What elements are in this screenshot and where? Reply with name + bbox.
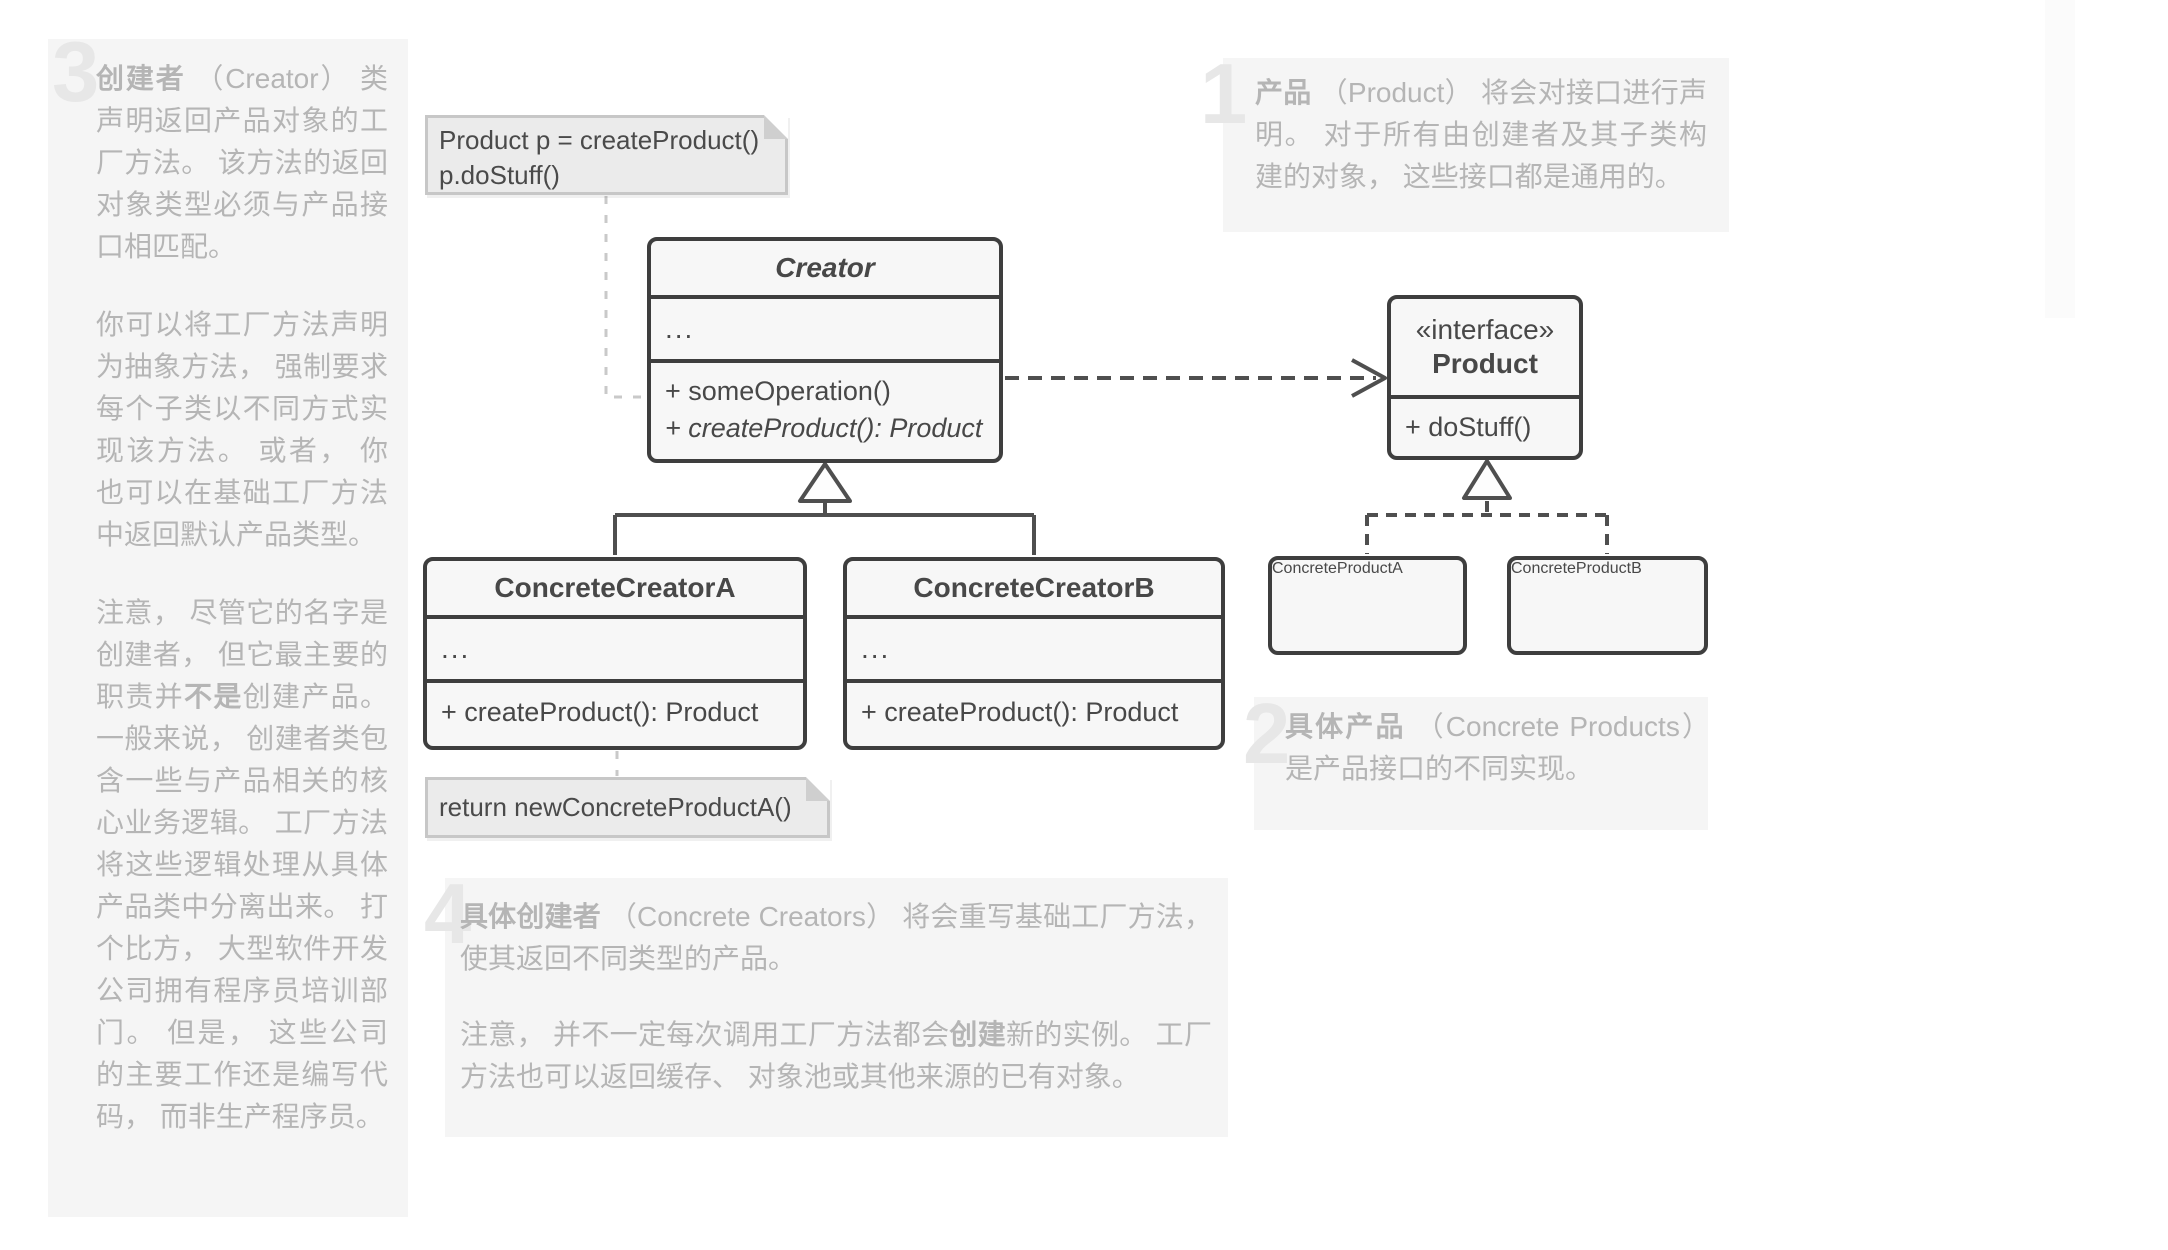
return-note: return new ConcreteProductA() — [425, 777, 830, 838]
class-concrete-creator-a-fields: ... — [427, 615, 803, 679]
concrete-products-annotation-text: 具体产品 （Concrete Products） 是产品接口的不同实现。 — [1285, 706, 1710, 790]
class-creator-title: Creator — [651, 241, 999, 295]
return-note-text: return new ConcreteProductA() — [439, 792, 792, 822]
interface-product: «interface» Product + doStuff() — [1387, 295, 1583, 460]
class-concrete-product-b: Concrete ProductB — [1507, 556, 1708, 655]
class-creator: Creator ... + someOperation() + createPr… — [647, 237, 1003, 463]
class-concrete-creator-a-title: ConcreteCreatorA — [427, 561, 803, 615]
client-code-note-connector — [604, 196, 645, 399]
product-annotation-text: 产品 （Product） 将会对接口进行声明。 对于所有由创建者及其子类构建的对… — [1255, 72, 1707, 198]
method-create-product: + createProduct(): Product — [665, 413, 983, 443]
inheritance-lines — [613, 503, 1036, 555]
class-concrete-product-a: Concrete ProductA — [1268, 556, 1467, 655]
class-concrete-creator-a-name: ConcreteCreatorA — [494, 572, 736, 603]
annotation-paragraph: 你可以将工厂方法声明为抽象方法， 强制要求每个子类以不同方式实现该方法。 或者，… — [96, 309, 388, 550]
panel-concrete-creators-annotation — [445, 878, 1228, 1137]
section-number-4: 4 — [424, 867, 472, 962]
class-concrete-product-b-line2: ProductB — [1575, 560, 1642, 577]
method-do-stuff: + doStuff() — [1405, 412, 1532, 442]
annotation-paragraph: 具体产品 （Concrete Products） 是产品接口的不同实现。 — [1285, 711, 1710, 784]
client-code-line1: Product p = createProduct() — [439, 125, 760, 155]
class-concrete-creator-b-fields: ... — [847, 615, 1221, 679]
method-create-product-b: + createProduct(): Product — [861, 697, 1179, 727]
method-some-operation: + someOperation() — [665, 376, 891, 406]
interface-product-name: Product — [1432, 348, 1538, 379]
annotation-paragraph: 具体创建者 （Concrete Creators） 将会重写基础工厂方法， 使其… — [460, 901, 1212, 974]
class-concrete-product-a-line1: Concrete — [1272, 560, 1337, 577]
class-concrete-creator-a: ConcreteCreatorA ... + createProduct(): … — [423, 557, 807, 750]
class-concrete-creator-b-title: ConcreteCreatorB — [847, 561, 1221, 615]
interface-stereotype: «interface» — [1415, 314, 1555, 345]
method-create-product-a: + createProduct(): Product — [441, 697, 759, 727]
class-creator-name: Creator — [775, 252, 875, 283]
concrete-creators-annotation-text: 具体创建者 （Concrete Creators） 将会重写基础工厂方法， 使其… — [460, 896, 1212, 1098]
inheritance-triangle-icon — [798, 462, 852, 503]
class-concrete-creator-a-methods: + createProduct(): Product — [427, 679, 803, 742]
client-code-line2: p.doStuff() — [439, 160, 560, 190]
class-concrete-creator-b-name: ConcreteCreatorB — [913, 572, 1155, 603]
client-code-note: Product p = createProduct() p.doStuff() — [425, 115, 788, 195]
class-concrete-product-a-line2: ProductA — [1336, 560, 1403, 577]
class-concrete-creator-b: ConcreteCreatorB ... + createProduct(): … — [843, 557, 1225, 750]
realization-lines — [1365, 501, 1609, 554]
interface-product-methods: + doStuff() — [1391, 395, 1579, 456]
class-concrete-product-b-line1: Concrete — [1511, 560, 1576, 577]
right-edge-panel-fragment — [2045, 0, 2075, 318]
annotation-paragraph: 产品 （Product） 将会对接口进行声明。 对于所有由创建者及其子类构建的对… — [1255, 77, 1707, 192]
section-number-2: 2 — [1243, 687, 1291, 782]
section-number-1: 1 — [1200, 47, 1248, 142]
annotation-paragraph: 注意， 尽管它的名字是创建者， 但它最主要的职责并不是创建产品。 一般来说， 创… — [96, 597, 388, 1132]
panel-concrete-products-annotation — [1254, 697, 1708, 830]
panel-product-annotation — [1223, 58, 1729, 232]
class-creator-methods: + someOperation() + createProduct(): Pro… — [651, 359, 999, 459]
panel-creator-annotation — [48, 39, 408, 1217]
client-code-text: Product p = createProduct() p.doStuff() — [428, 118, 785, 193]
creator-annotation-text: 创建者 （Creator） 类声明返回产品对象的工厂方法。 该方法的返回对象类型… — [96, 58, 388, 1138]
section-number-3: 3 — [52, 25, 100, 120]
class-concrete-creator-b-methods: + createProduct(): Product — [847, 679, 1221, 742]
interface-product-title: «interface» Product — [1391, 299, 1579, 395]
dependency-arrowhead-icon — [1351, 358, 1387, 398]
annotation-paragraph: 创建者 （Creator） 类声明返回产品对象的工厂方法。 该方法的返回对象类型… — [96, 63, 388, 262]
realization-triangle-icon — [1462, 459, 1512, 500]
class-creator-fields: ... — [651, 295, 999, 359]
annotation-paragraph: 注意， 并不一定每次调用工厂方法都会创建新的实例。 工厂方法也可以返回缓存、 对… — [460, 1019, 1212, 1092]
